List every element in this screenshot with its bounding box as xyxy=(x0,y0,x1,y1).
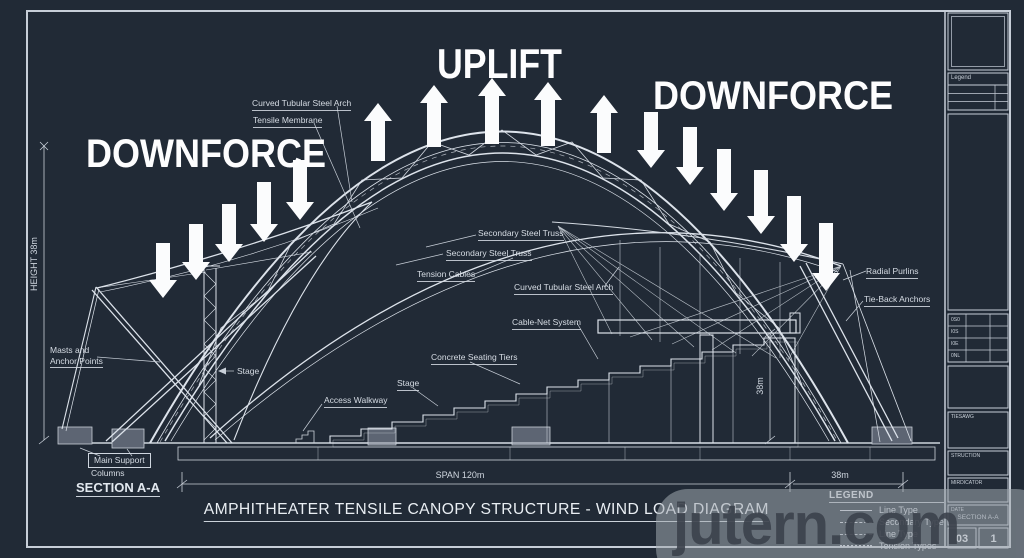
label-stage-left: Stage xyxy=(237,366,260,376)
secondary-truss xyxy=(209,232,842,441)
title-block-grid xyxy=(947,12,1009,549)
label-cable-net: Cable-Net System xyxy=(512,317,581,330)
titleblock-field: STRUCTION xyxy=(951,453,981,459)
sheet-frame xyxy=(26,10,1011,548)
drawing-title-text: AMPHITHEATER TENSILE CANOPY STRUCTURE - … xyxy=(203,501,769,522)
label-seating-tiers: Concrete Seating Tiers xyxy=(431,352,518,365)
titleblock-rev-row: I0S xyxy=(951,329,959,335)
cable-net xyxy=(551,221,844,361)
watermark-text: jutern.com xyxy=(673,492,960,557)
main-support-line2: Columns xyxy=(91,468,125,478)
offset-dimension: 38m xyxy=(831,470,849,480)
label-curved-arch-top: Curved Tubular Steel Arch xyxy=(252,98,352,111)
label-stage-right: Stage xyxy=(397,378,420,391)
main-arch-truss xyxy=(149,129,849,444)
height-dimension: HEIGHT 38m xyxy=(29,237,39,291)
wind-arrows-downforce-right xyxy=(637,112,840,291)
wind-arrows-downforce-left xyxy=(149,160,314,298)
titleblock-rev-row: I0E xyxy=(951,341,959,347)
right-mast xyxy=(799,262,912,443)
titleblock-field: MIRDICATOR xyxy=(951,480,983,486)
drawing-title: AMPHITHEATER TENSILE CANOPY STRUCTURE - … xyxy=(180,501,792,522)
seating-height-dimension: 38m xyxy=(755,377,765,395)
leader-lines xyxy=(79,105,867,457)
main-support-line1: Main Support xyxy=(88,453,151,468)
seating-tiers xyxy=(329,312,801,448)
label-access-walkway: Access Walkway xyxy=(324,395,388,408)
span-dimension: SPAN 120m xyxy=(435,470,485,480)
wind-arrows-uplift xyxy=(364,78,618,161)
dimension-lines xyxy=(38,141,909,492)
uplift-label: UPLIFT xyxy=(437,40,562,87)
label-main-support: Main Support Columns xyxy=(88,453,151,479)
label-tension-cables: Tension Cables xyxy=(417,269,476,282)
masts-line1: Masts and xyxy=(50,345,90,355)
downforce-right-label: DOWNFORCE xyxy=(653,74,893,118)
masts-line2: Anchor Points xyxy=(50,356,103,368)
label-radial-purlins: Radial Purlins xyxy=(866,266,919,279)
section-label: SECTION A-A xyxy=(76,480,161,497)
watermark: jutern.com xyxy=(656,489,1024,558)
titleblock-rev-row: 0NL xyxy=(951,353,961,359)
label-tie-back-anchors: Tie-Back Anchors xyxy=(864,294,931,307)
label-masts-anchor-points: Masts and Anchor Points xyxy=(50,345,103,368)
titleblock-field: TIESAWG xyxy=(951,414,974,420)
downforce-left-label: DOWNFORCE xyxy=(86,132,326,176)
titleblock-legend-label: Legend xyxy=(951,75,972,81)
label-tensile-membrane: Tensile Membrane xyxy=(253,115,323,128)
label-curved-arch-mid: Curved Tubular Steel Arch xyxy=(514,282,614,295)
label-secondary-truss-2: Secondary Steel Truss xyxy=(446,248,532,261)
titleblock-rev-row: 0S0 xyxy=(951,317,960,323)
label-secondary-truss-1: Secondary Steel Truss xyxy=(478,228,564,241)
